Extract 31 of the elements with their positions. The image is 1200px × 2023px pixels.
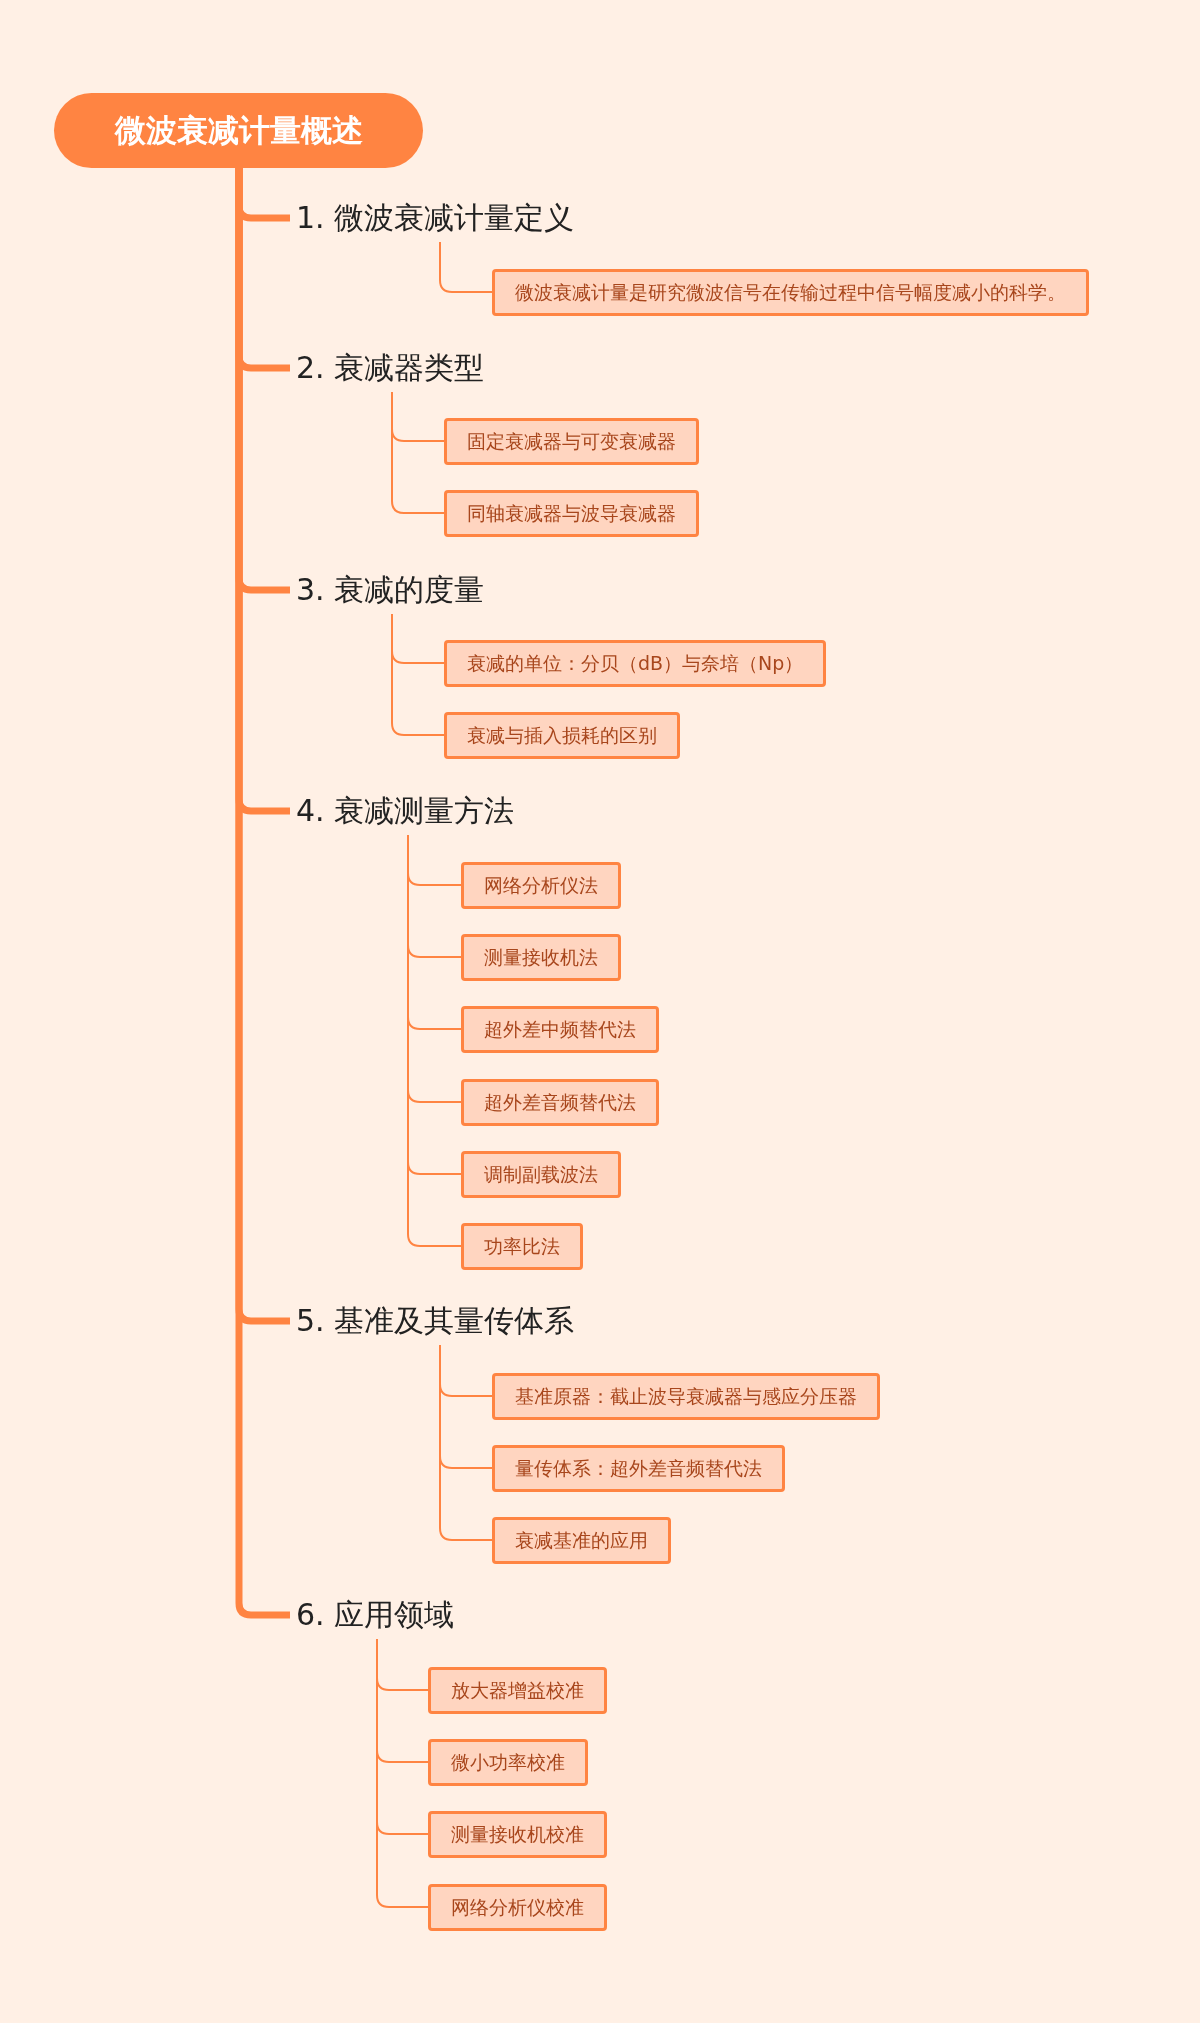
subtopic-box: 调制副载波法 bbox=[461, 1151, 621, 1198]
root-topic-box: 微波衰减计量概述 bbox=[54, 93, 423, 168]
subtopic-box: 功率比法 bbox=[461, 1223, 583, 1270]
subtopic-box: 固定衰减器与可变衰减器 bbox=[444, 418, 699, 465]
subtopic-box: 衰减基准的应用 bbox=[492, 1517, 671, 1564]
section-heading: 5. 基准及其量传体系 bbox=[290, 1299, 575, 1343]
subtopic-box: 测量接收机法 bbox=[461, 934, 621, 981]
subtopic-box: 衰减与插入损耗的区别 bbox=[444, 712, 680, 759]
section-heading: 4. 衰减测量方法 bbox=[290, 789, 515, 833]
connector-line bbox=[439, 241, 493, 293]
section-heading: 1. 微波衰减计量定义 bbox=[290, 196, 575, 240]
subtopic-box: 微小功率校准 bbox=[428, 1739, 588, 1786]
section-heading: 6. 应用领域 bbox=[290, 1593, 455, 1637]
section-heading: 3. 衰减的度量 bbox=[290, 568, 485, 612]
subtopic-box: 超外差音频替代法 bbox=[461, 1079, 659, 1126]
subtopic-box: 测量接收机校准 bbox=[428, 1811, 607, 1858]
subtopic-box: 超外差中频替代法 bbox=[461, 1006, 659, 1053]
subtopic-box: 放大器增益校准 bbox=[428, 1667, 607, 1714]
connector-line bbox=[407, 834, 462, 1247]
subtopic-box: 衰减的单位：分贝（dB）与奈培（Np） bbox=[444, 640, 827, 687]
subtopic-box: 同轴衰减器与波导衰减器 bbox=[444, 490, 699, 537]
subtopic-box: 网络分析仪校准 bbox=[428, 1884, 607, 1931]
subtopic-box: 基准原器：截止波导衰减器与感应分压器 bbox=[492, 1373, 880, 1420]
subtopic-box: 量传体系：超外差音频替代法 bbox=[492, 1445, 785, 1492]
subtopic-box: 网络分析仪法 bbox=[461, 862, 621, 909]
connector-line bbox=[439, 1344, 493, 1541]
connector-line bbox=[391, 613, 445, 736]
section-heading: 2. 衰减器类型 bbox=[290, 346, 485, 390]
connector-line bbox=[376, 1638, 429, 1908]
subtopic-box: 微波衰减计量是研究微波信号在传输过程中信号幅度减小的科学。 bbox=[492, 269, 1089, 316]
connector-line bbox=[391, 391, 445, 514]
